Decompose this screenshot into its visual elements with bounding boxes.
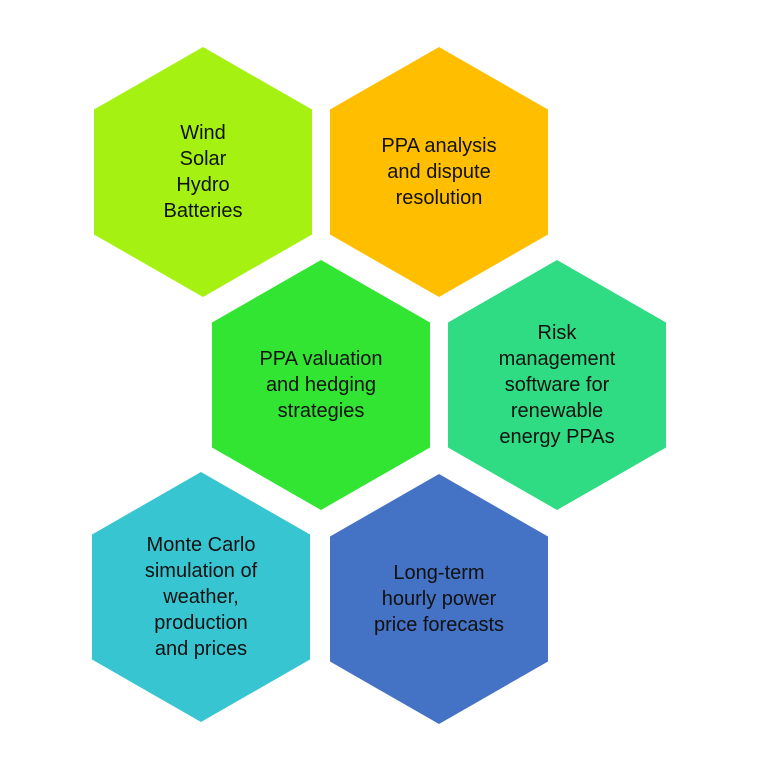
hexagon-text-line: Long-term: [393, 562, 485, 584]
hexagon-text-line: energy PPAs: [499, 426, 615, 448]
hexagon-risk-management: Risk management software for renewable e…: [448, 260, 666, 510]
hexagon-text-line: management: [498, 348, 616, 370]
hexagon-text-line: simulation of: [144, 560, 258, 582]
hexagon-monte-carlo: Monte Carlo simulation of weather, produ…: [92, 472, 310, 722]
hexagon-ppa-analysis-text: PPA analysis and dispute resolution: [364, 133, 514, 211]
hexagon-text-line: Risk: [537, 322, 577, 344]
hexagon-renewable-sources: Wind Solar Hydro Batteries: [94, 47, 312, 297]
hexagon-text-line: Hydro: [176, 174, 230, 196]
hexagon-ppa-valuation: PPA valuation and hedging strategies: [212, 260, 430, 510]
hexagon-renewable-sources-text: Wind Solar Hydro Batteries: [143, 120, 263, 224]
hexagon-ppa-valuation-text: PPA valuation and hedging strategies: [246, 346, 396, 424]
hexagon-price-forecasts-text: Long-term hourly power price forecasts: [364, 560, 514, 638]
hexagon-text-line: Batteries: [163, 200, 243, 222]
hexagon-risk-management-text: Risk management software for renewable e…: [482, 320, 632, 450]
hexagon-text-line: Monte Carlo: [146, 534, 256, 556]
hexagon-monte-carlo-text: Monte Carlo simulation of weather, produ…: [126, 532, 276, 662]
hexagon-text-line: PPA valuation: [259, 348, 383, 370]
hexagon-text-line: and hedging: [265, 374, 377, 396]
hexagon-text-line: weather,: [163, 586, 239, 608]
hexagon-text-line: Solar: [179, 148, 227, 170]
hexagon-text-line: and dispute: [387, 161, 491, 183]
hexagon-text-line: hourly power: [381, 588, 497, 610]
hexagon-text-line: software for: [504, 374, 610, 396]
hexagon-price-forecasts: Long-term hourly power price forecasts: [330, 474, 548, 724]
hexagon-text-line: Wind: [180, 122, 226, 144]
hexagon-text-line: strategies: [277, 400, 365, 422]
hexagon-text-line: price forecasts: [373, 614, 505, 636]
hexagon-text-line: resolution: [395, 187, 483, 209]
hexagon-text-line: PPA analysis: [381, 135, 497, 157]
hexagon-text-line: production: [154, 612, 248, 634]
hexagon-text-line: renewable: [510, 400, 604, 422]
hexagon-ppa-analysis: PPA analysis and dispute resolution: [330, 47, 548, 297]
hexagon-text-line: and prices: [154, 638, 248, 660]
